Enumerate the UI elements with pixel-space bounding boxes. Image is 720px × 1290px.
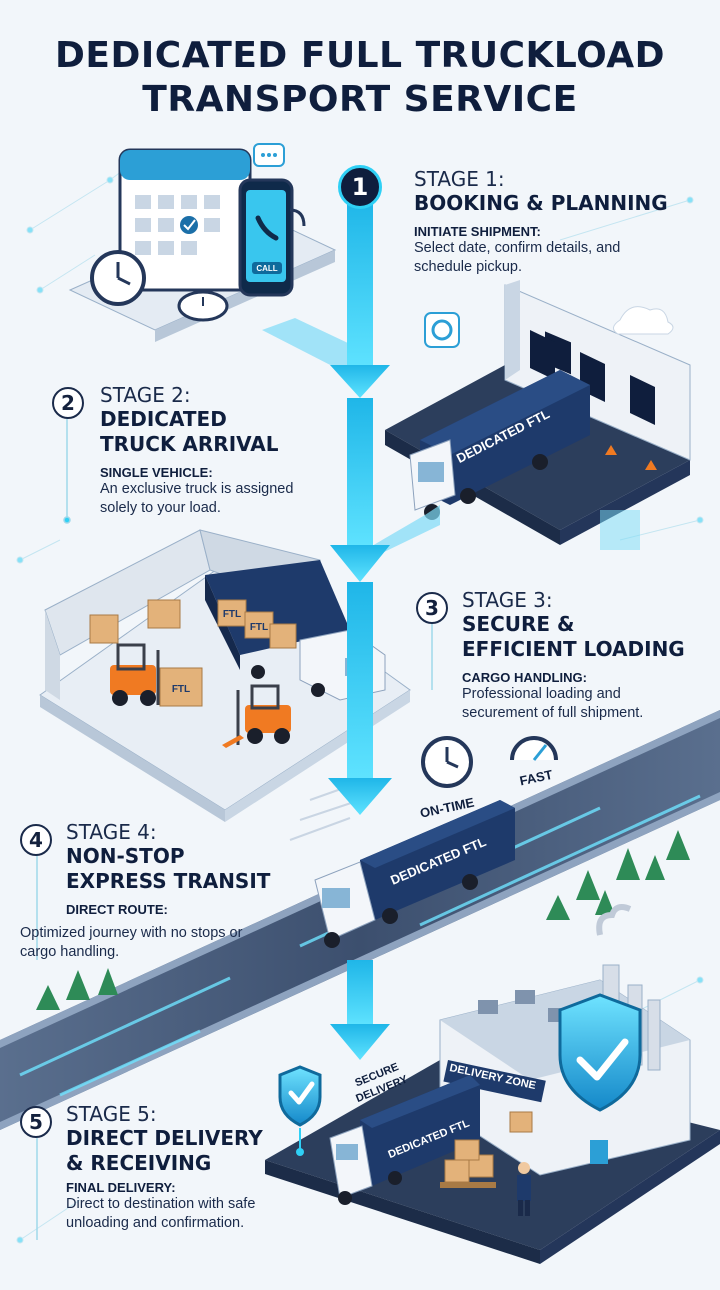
- stage-4-label: STAGE 4:: [66, 820, 157, 844]
- stage-2-label: STAGE 2:: [100, 383, 191, 407]
- connector-lines: [36, 418, 433, 1240]
- stage-4-heading-line-2: EXPRESS TRANSIT: [66, 869, 271, 893]
- svg-text:FTL: FTL: [223, 609, 241, 620]
- cargo-boxes: [89, 599, 297, 707]
- stage-5-number-badge: 5: [20, 1106, 52, 1138]
- delivery-illustration: DELIVERY ZONE DEDICATED FTL SECURE DELIV…: [265, 904, 720, 1264]
- stage-5-subheading: FINAL DELIVERY:: [66, 1180, 176, 1195]
- shield-check-icon: [278, 1065, 322, 1127]
- title-line-1: DEDICATED FULL TRUCKLOAD: [55, 35, 665, 76]
- stage-4-number-badge: 4: [20, 824, 52, 856]
- svg-text:FAST: FAST: [518, 767, 554, 789]
- stage-1-label: STAGE 1:: [414, 167, 505, 191]
- worker-icon: [517, 1162, 531, 1216]
- stage-3-heading-line-1: SECURE &: [462, 612, 575, 636]
- page-title: DEDICATED FULL TRUCKLOAD TRANSPORT SERVI…: [0, 34, 720, 122]
- tree-icons: [36, 830, 690, 1010]
- stage-1-description: Select date, confirm details, and schedu…: [414, 240, 621, 275]
- stage-5-heading-line-2: & RECEIVING: [66, 1151, 212, 1175]
- stage-2-heading-line-2: TRUCK ARRIVAL: [100, 432, 279, 456]
- title-line-2: TRANSPORT SERVICE: [142, 79, 578, 120]
- forklift-icon: [222, 684, 291, 748]
- stage-5-description: Direct to destination with safe unloadin…: [66, 1196, 256, 1231]
- stage-3-subheading: CARGO HANDLING:: [462, 670, 587, 685]
- stage-2-description: An exclusive truck is assigned solely to…: [100, 481, 294, 516]
- stage-1-heading: BOOKING & PLANNING: [414, 191, 668, 215]
- stage-1-subheading: INITIATE SHIPMENT:: [414, 224, 541, 239]
- forklift-icon: [110, 643, 160, 706]
- stage-5-heading-line-1: DIRECT DELIVERY: [66, 1126, 263, 1150]
- shield-check-icon: [558, 993, 642, 1112]
- speedometer-icon: [510, 736, 558, 761]
- stage-4-subheading: DIRECT ROUTE:: [66, 902, 168, 917]
- stage-2-number-badge: 2: [52, 387, 84, 419]
- sync-icon: [424, 312, 460, 348]
- stage-3-number-badge: 3: [416, 592, 448, 624]
- stage-3-heading-line-2: EFFICIENT LOADING: [462, 637, 685, 661]
- truck-arrival-illustration: DEDICATED FTL: [385, 280, 691, 550]
- process-flow-arrow: [262, 200, 440, 1060]
- stage-4-description: Optimized journey with no stops or cargo…: [20, 925, 243, 960]
- stage-5-label: STAGE 5:: [66, 1102, 157, 1126]
- svg-text:CALL: CALL: [256, 264, 277, 273]
- stage-2-heading-line-1: DEDICATED: [100, 407, 227, 431]
- stage-4-heading-line-1: NON-STOP: [66, 844, 185, 868]
- stage-3-label: STAGE 3:: [462, 588, 553, 612]
- svg-text:FTL: FTL: [250, 622, 268, 633]
- booking-illustration: CALL: [68, 143, 337, 342]
- stage-1-number-badge: 1: [338, 165, 382, 209]
- stage-3-description: Professional loading and securement of f…: [462, 686, 644, 721]
- stage-2-subheading: SINGLE VEHICLE:: [100, 465, 213, 480]
- svg-text:FTL: FTL: [172, 684, 190, 695]
